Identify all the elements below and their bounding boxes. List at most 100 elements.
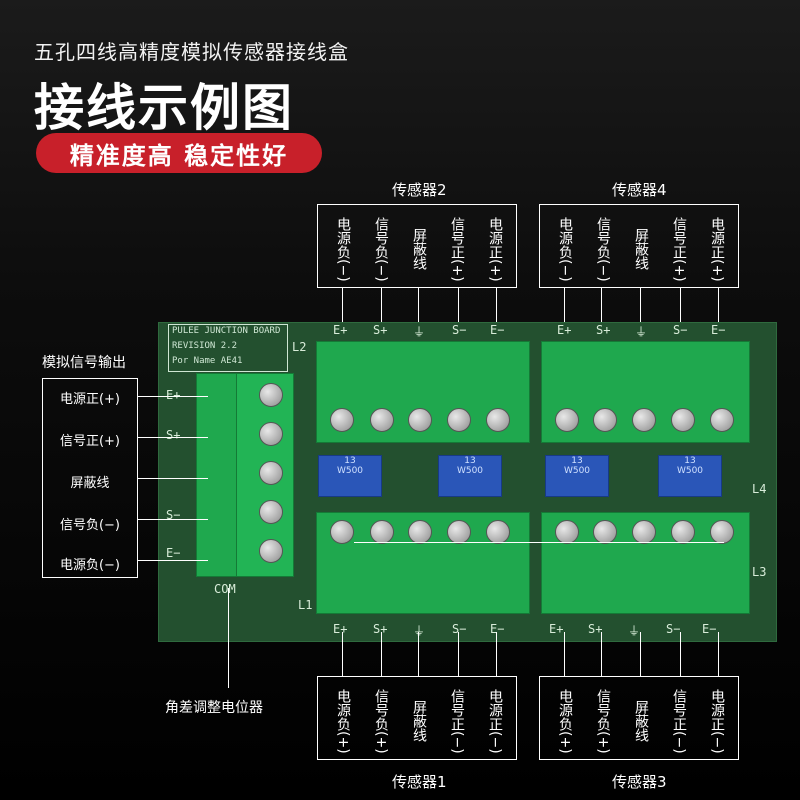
screw[interactable] — [259, 500, 283, 524]
wire-line — [381, 632, 382, 676]
screw[interactable] — [259, 539, 283, 563]
wire-line — [496, 632, 497, 676]
pin-label: E+ — [166, 388, 181, 402]
screw[interactable] — [408, 520, 432, 544]
pot-value: W500 — [336, 466, 364, 476]
wire-line — [680, 632, 681, 676]
pin-label: S+ — [588, 622, 603, 636]
wire-line — [418, 288, 419, 344]
pin-label: S− — [452, 323, 467, 337]
sensor3-wire-box: 电源负(+) 信号负(+) 屏蔽线 信号正(−) 电源正(−) — [539, 676, 739, 760]
wire-label: 电源正(+) — [487, 216, 503, 282]
screw[interactable] — [408, 408, 432, 432]
wire-label: 屏蔽线 — [633, 700, 649, 742]
wire-line — [718, 288, 719, 344]
pin-label: E− — [166, 546, 181, 560]
sensor1-wire-box: 电源负(+) 信号负(+) 屏蔽线 信号正(−) 电源正(−) — [317, 676, 517, 760]
pot-number: 13 — [684, 456, 696, 466]
pin-label: ⏚ — [628, 624, 641, 638]
pot-pointer-line — [228, 588, 229, 688]
screw[interactable] — [632, 520, 656, 544]
wire-label: 信号正(+) — [449, 216, 465, 282]
wire-line — [458, 288, 459, 344]
screw[interactable] — [259, 422, 283, 446]
screw[interactable] — [447, 408, 471, 432]
pot-number: 13 — [344, 456, 356, 466]
wire-line — [342, 288, 343, 344]
legend-row: 信号正(+) — [59, 434, 121, 449]
sensor3-label: 传感器3 — [612, 773, 667, 791]
pot-value: W500 — [563, 466, 591, 476]
wire-label: 电源正(−) — [487, 688, 503, 754]
wire-line — [418, 632, 419, 676]
pin-label: E− — [490, 323, 505, 337]
sensor4-wire-box: 电源负(−) 信号负(−) 屏蔽线 信号正(+) 电源正(+) — [539, 204, 739, 288]
wire-line — [138, 396, 208, 397]
legend-row: 电源正(+) — [59, 392, 121, 407]
wire-label: 屏蔽线 — [633, 228, 649, 270]
sensor2-label: 传感器2 — [392, 181, 447, 199]
feature-badge: 精准度高 稳定性好 — [36, 133, 322, 173]
wire-label: 信号正(−) — [449, 688, 465, 754]
pin-label: E+ — [549, 622, 564, 636]
wire-label: 屏蔽线 — [411, 228, 427, 270]
screw[interactable] — [370, 408, 394, 432]
pin-label: E+ — [333, 323, 348, 337]
screw[interactable] — [671, 408, 695, 432]
screw[interactable] — [555, 408, 579, 432]
plate-line: Por Name AE41 — [172, 356, 243, 366]
pin-label: S+ — [166, 428, 181, 442]
screw[interactable] — [593, 408, 617, 432]
screw[interactable] — [671, 520, 695, 544]
screw[interactable] — [632, 408, 656, 432]
screw[interactable] — [259, 461, 283, 485]
board-id: L1 — [298, 598, 313, 612]
wire-line — [342, 632, 343, 676]
pin-label: ⏚ — [635, 325, 648, 339]
plate-line: PULEE JUNCTION BOARD — [172, 326, 281, 336]
screw[interactable] — [593, 520, 617, 544]
wire-line — [564, 288, 565, 344]
wire-label: 信号正(+) — [671, 216, 687, 282]
wire-line — [680, 288, 681, 344]
screw[interactable] — [259, 383, 283, 407]
wire-label: 电源正(−) — [709, 688, 725, 754]
legend-row: 信号负(−) — [59, 518, 121, 533]
pin-label: S+ — [373, 323, 388, 337]
pin-label: ⏚ — [413, 624, 426, 638]
wire-label: 信号正(−) — [671, 688, 687, 754]
pot-number: 13 — [571, 456, 583, 466]
screw[interactable] — [486, 520, 510, 544]
com-label: COM — [214, 582, 236, 596]
screw[interactable] — [710, 520, 734, 544]
sensor4-label: 传感器4 — [612, 181, 667, 199]
screw[interactable] — [330, 408, 354, 432]
sensor1-label: 传感器1 — [392, 773, 447, 791]
plate-line: REVISION 2.2 — [172, 341, 238, 351]
screw[interactable] — [447, 520, 471, 544]
wire-line — [601, 288, 602, 344]
pot-value: W500 — [676, 466, 704, 476]
screw[interactable] — [486, 408, 510, 432]
screw[interactable] — [330, 520, 354, 544]
pin-label: S+ — [373, 622, 388, 636]
wire-line — [640, 632, 641, 676]
wire-line — [564, 632, 565, 676]
wire-line — [138, 560, 208, 561]
wire-line — [138, 478, 208, 479]
screw[interactable] — [370, 520, 394, 544]
wire-line — [640, 288, 641, 344]
wire-label: 信号负(+) — [595, 688, 611, 754]
screw[interactable] — [710, 408, 734, 432]
screw[interactable] — [555, 520, 579, 544]
output-legend-box: 电源正(+) 信号正(+) 屏蔽线 信号负(−) 电源负(−) — [42, 378, 138, 578]
wire-label: 信号负(−) — [373, 216, 389, 282]
subtitle: 五孔四线高精度模拟传感器接线盒 — [34, 40, 349, 64]
name-plate: PULEE JUNCTION BOARD REVISION 2.2 Por Na… — [168, 324, 288, 372]
wire-line — [138, 437, 208, 438]
pin-label: E− — [490, 622, 505, 636]
